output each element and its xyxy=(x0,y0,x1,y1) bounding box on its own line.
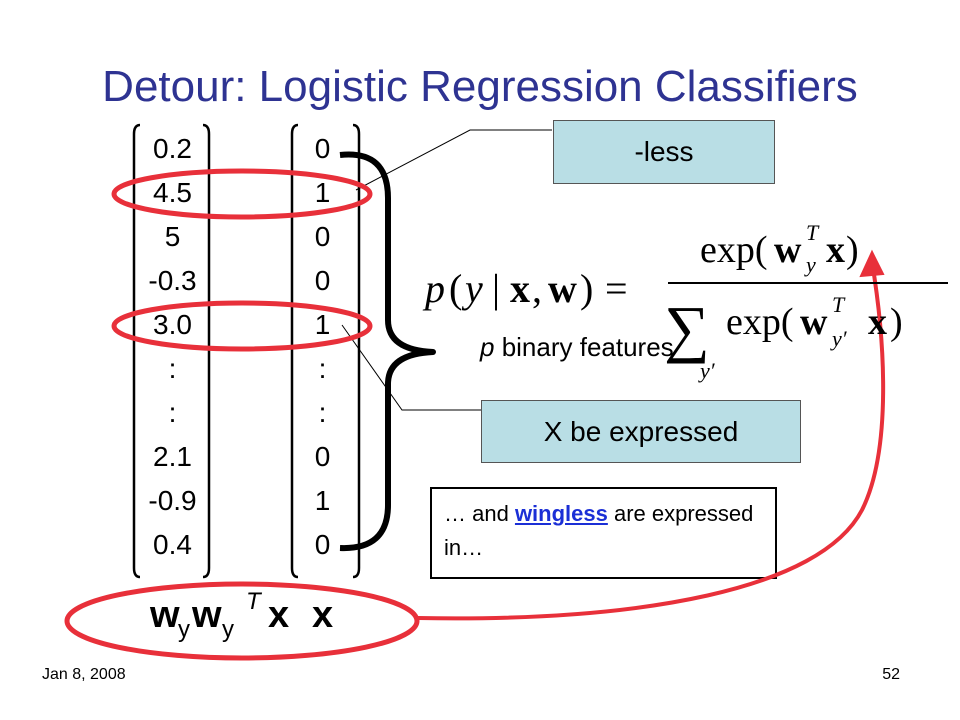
eq-sum: ∑ xyxy=(664,293,710,364)
eq-den-x: x xyxy=(868,301,887,343)
eq-close-paren: ) xyxy=(580,266,593,311)
y-subscript: y xyxy=(222,616,234,643)
eq-y: y xyxy=(461,266,483,311)
weights-left-bracket xyxy=(132,123,141,579)
x-expressed-callout: X be expressed xyxy=(481,400,801,463)
curly-brace xyxy=(339,151,436,552)
feature-value: : xyxy=(318,397,327,428)
note-prefix: … and xyxy=(444,501,515,526)
eq-num-x: x xyxy=(826,229,845,271)
features-right-bracket xyxy=(352,123,361,579)
w-label: w xyxy=(150,594,180,636)
eq-bar: | xyxy=(492,266,500,311)
eq-open-paren: ( xyxy=(449,266,462,311)
slide-date: Jan 8, 2008 xyxy=(42,666,126,683)
highlight-ellipse-row2 xyxy=(111,168,373,220)
note-box: … and wingless are expressed in… xyxy=(430,487,777,579)
less-callout: -less xyxy=(553,120,775,184)
weights-right-bracket xyxy=(202,123,211,579)
eq-p: p xyxy=(422,266,445,311)
weight-value: 0.2 xyxy=(153,133,192,164)
x-expressed-pointer-line xyxy=(341,324,481,411)
weight-value: : xyxy=(168,353,177,384)
feature-value: 0 xyxy=(314,221,331,252)
weight-value: 3.0 xyxy=(153,309,192,340)
feature-value: 0 xyxy=(314,529,331,560)
x-label: x xyxy=(312,594,334,636)
eq-num-w: w xyxy=(774,229,802,271)
eq-w: w xyxy=(548,266,577,311)
eq-comma: , xyxy=(532,266,542,311)
eq-den-y: y′ xyxy=(830,326,848,351)
weight-value: 0.4 xyxy=(153,529,192,560)
t-superscript: T xyxy=(246,588,261,615)
feature-value: 0 xyxy=(314,265,331,296)
red-arrow-head xyxy=(859,249,885,278)
note-suffix: are expressed in… xyxy=(444,501,754,560)
weight-value: -0.9 xyxy=(148,485,197,516)
highlight-ellipse-row5 xyxy=(111,300,373,352)
x-label: x xyxy=(268,594,290,636)
eq-num-T: T xyxy=(806,220,820,245)
feature-value: : xyxy=(318,353,327,384)
softmax-equation: p ( y | x , w ) = exp( w T y x ) ∑ y′ ex… xyxy=(422,220,948,383)
highlight-ellipse-labels xyxy=(64,581,420,661)
less-pointer-line xyxy=(355,129,552,191)
eq-num-close: ) xyxy=(846,229,859,271)
p-variable: p xyxy=(480,332,495,362)
feature-value: 1 xyxy=(314,309,331,340)
feature-value: 0 xyxy=(314,133,331,164)
wingless-link[interactable]: wingless xyxy=(514,501,608,526)
eq-den-w: w xyxy=(800,301,828,343)
eq-sum-index: y′ xyxy=(698,358,716,383)
vector-labels: w y w y T x x xyxy=(0,588,600,654)
weight-value: 2.1 xyxy=(153,441,192,472)
w-label: w xyxy=(192,594,222,636)
eq-num-exp: exp( xyxy=(700,229,768,271)
weight-value: 4.5 xyxy=(153,177,192,208)
slide-title: Detour: Logistic Regression Classifiers xyxy=(102,62,858,111)
eq-num-y: y xyxy=(804,252,816,277)
binary-features-text: binary features xyxy=(494,332,674,362)
eq-den-close: ) xyxy=(890,301,903,343)
red-arrow-curve xyxy=(417,261,886,621)
weight-value: : xyxy=(168,397,177,428)
eq-den-exp: exp( xyxy=(726,301,794,343)
page-number: 52 xyxy=(882,666,900,683)
eq-x: x xyxy=(510,266,530,311)
eq-equals: = xyxy=(605,266,628,311)
feature-value: 1 xyxy=(314,485,331,516)
feature-value: 1 xyxy=(314,177,331,208)
binary-features-label: p binary features xyxy=(480,332,674,363)
y-subscript: y xyxy=(178,616,190,643)
weight-value: -0.3 xyxy=(148,265,197,296)
weight-value: 5 xyxy=(164,221,181,252)
features-left-bracket xyxy=(290,123,299,579)
eq-den-T: T xyxy=(832,292,846,317)
feature-value: 0 xyxy=(314,441,331,472)
